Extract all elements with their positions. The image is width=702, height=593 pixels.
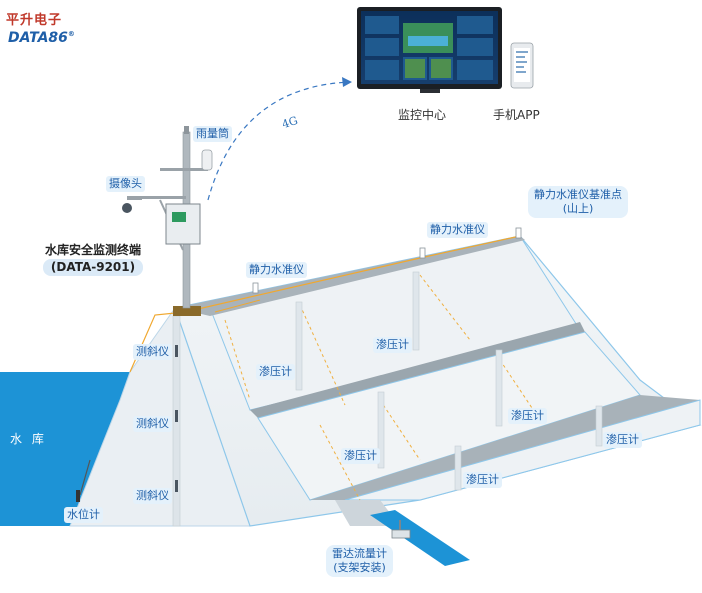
leveling-label-2: 静力水准仪 — [427, 222, 488, 238]
piezometer-label-3: 渗压计 — [341, 448, 380, 464]
pole-cap — [184, 126, 189, 134]
monitor-stand — [420, 89, 440, 93]
pole-arm-top — [160, 168, 208, 171]
rain-gauge-body — [201, 149, 213, 171]
water-level-cable — [79, 459, 91, 496]
wireless-link-arrow — [342, 77, 352, 87]
radar-device — [391, 529, 411, 539]
cable-to-leveling — [214, 299, 261, 313]
terminal-label: 水库安全监测终端 (DATA-9201) — [34, 242, 152, 276]
wireless-link — [207, 81, 351, 201]
inclinometer-label-2: 测斜仪 — [133, 416, 172, 432]
reservoir-water — [0, 372, 130, 526]
piezometer-label-5: 渗压计 — [463, 472, 502, 488]
piezometer-label-4: 渗压计 — [508, 408, 547, 424]
dam-slope-lower — [344, 399, 701, 501]
screen-center-water — [408, 36, 448, 46]
inclinometer-probes — [175, 345, 178, 492]
dam-berm-1 — [250, 322, 585, 418]
inclinometer-label-1: 测斜仪 — [133, 344, 172, 360]
phone-screen — [514, 48, 530, 82]
radar-note: (支架安装) — [333, 561, 386, 574]
terminal-model: (DATA-9201) — [42, 259, 144, 276]
terminal-screen — [172, 212, 186, 222]
terminal-box — [165, 203, 201, 245]
dam-berm-2 — [310, 395, 700, 500]
inclinometer-label-3: 测斜仪 — [133, 488, 172, 504]
logo-reg-mark: ® — [67, 30, 75, 38]
piezometer-tubes — [295, 271, 603, 491]
mobile-app-label: 手机APP — [493, 108, 540, 122]
phone-app-lines — [516, 51, 528, 73]
rain-gauge-label: 雨量筒 — [193, 126, 232, 142]
logo-cn: 平升电子 — [6, 13, 63, 28]
radar-label: 雷达流量计 (支架安装) — [326, 545, 393, 577]
water-level-label: 水位计 — [64, 507, 103, 523]
benchmark-title: 静力水准仪基准点 — [534, 188, 622, 201]
radar-title: 雷达流量计 — [332, 547, 387, 560]
terminal-title: 水库安全监测终端 — [44, 243, 141, 257]
camera-label: 摄像头 — [106, 176, 145, 192]
piezometer-label-2: 渗压计 — [373, 337, 412, 353]
monitor-center-label: 监控中心 — [398, 108, 447, 122]
logo-en: DATA86® — [8, 30, 75, 46]
benchmark-note: (山上) — [562, 202, 594, 215]
pole-base — [173, 306, 201, 316]
leveling-label-1: 静力水准仪 — [246, 262, 307, 278]
piezometer-label-1: 渗压计 — [256, 364, 295, 380]
leveling-devices — [252, 227, 522, 294]
camera-device — [122, 203, 132, 213]
pole-arm-mid — [140, 196, 186, 199]
logo-en-text: DATA86 — [8, 30, 68, 46]
water-level-sensor — [76, 490, 80, 502]
outlet-water — [370, 510, 470, 566]
dam-crest — [175, 236, 525, 316]
benchmark-label: 静力水准仪基准点 (山上) — [528, 186, 628, 218]
reservoir-label: 水 库 — [10, 432, 47, 446]
camera-mount — [127, 196, 142, 200]
piezometer-label-6: 渗压计 — [603, 432, 642, 448]
screen-panel-photos — [405, 59, 451, 78]
